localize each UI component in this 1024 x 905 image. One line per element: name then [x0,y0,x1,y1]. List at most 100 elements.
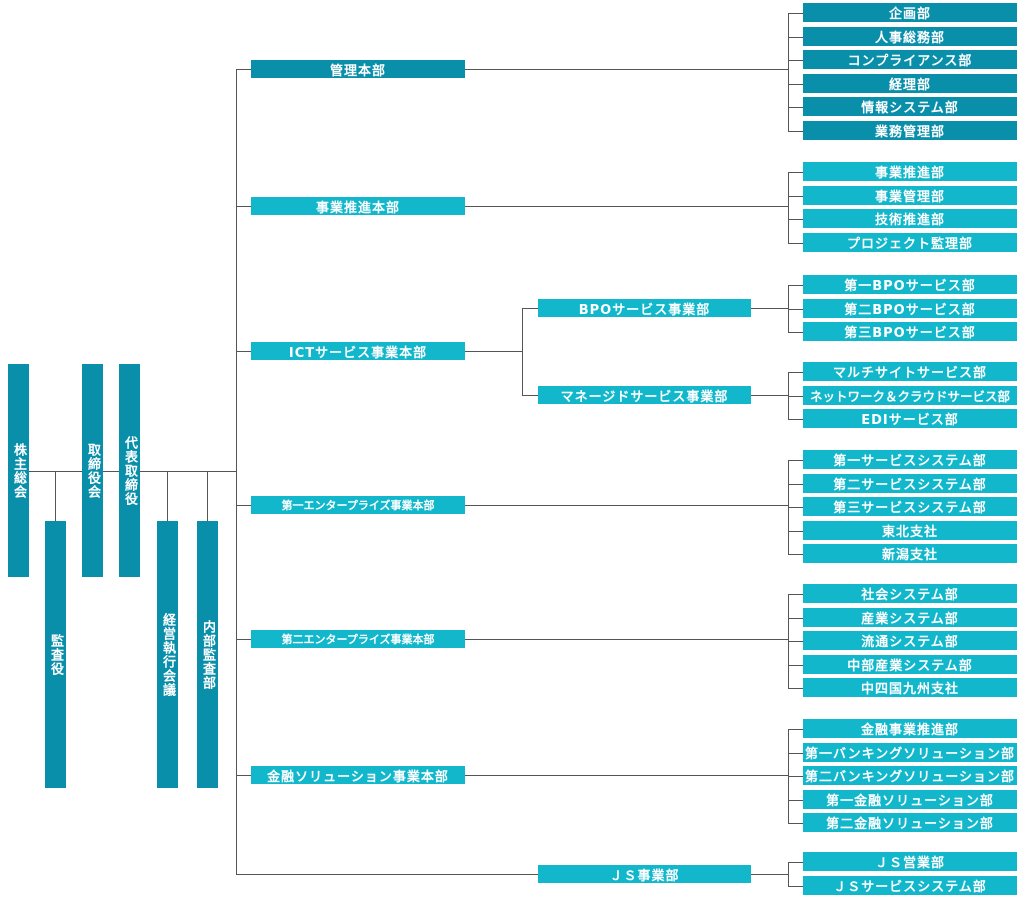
division-ict: ICTサービス事業本部 [251,342,465,360]
department-label: 第三サービスシステム部 [833,501,987,516]
connector-line [751,395,788,396]
department-box: 業務管理部 [803,121,1017,140]
shareholders-meeting-box: 株主総会 [8,364,29,577]
bracket-line [788,13,789,132]
department-label: 第一金融ソリューション部 [826,794,994,809]
department-label: 産業システム部 [861,612,959,627]
trunk-line [236,69,237,875]
department-label: 中四国九州支社 [860,682,959,697]
department-box: ネットワーク＆クラウドサービス部 [803,386,1017,405]
department-box: 中四国九州支社 [803,678,1017,697]
department-box: 第二金融ソリューション部 [803,813,1017,832]
bracket-tick [788,753,803,754]
division-ict-label: ICTサービス事業本部 [288,345,428,361]
department-label: 業務管理部 [874,125,945,140]
department-box: 事業管理部 [803,186,1017,205]
connector-line [522,308,538,309]
department-label: 第一バンキングソリューション部 [804,747,1015,762]
department-label: 第一BPOサービス部 [844,279,976,294]
bracket-tick [788,460,803,461]
department-box: 第三サービスシステム部 [803,497,1017,516]
department-box: EDIサービス部 [803,409,1017,428]
connector-line [236,69,251,70]
division-admin: 管理本部 [251,60,465,78]
bracket-tick [788,419,803,420]
bracket-tick [788,219,803,220]
connector-line [751,308,788,309]
bracket-tick [788,285,803,286]
department-box: 第一BPOサービス部 [803,275,1017,294]
department-box: 東北支社 [803,521,1017,540]
department-label: 社会システム部 [861,588,959,603]
bracket-tick [788,507,803,508]
unit-managed-label: マネージドサービス事業部 [560,389,729,405]
bracket-tick [788,37,803,38]
department-box: 第一サービスシステム部 [803,450,1017,469]
connector-line [236,351,251,352]
department-box: 情報システム部 [803,97,1017,116]
bracket-tick [788,531,803,532]
department-label: 第二金融ソリューション部 [826,817,994,832]
bracket-tick [788,196,803,197]
exec-committee-box: 経営執行会議 [157,521,178,788]
connector-line [236,505,251,506]
bracket-tick [788,309,803,310]
department-box: 経理部 [803,74,1017,93]
department-box: 産業システム部 [803,608,1017,627]
bracket-tick [788,823,803,824]
connector-line [522,395,538,396]
connector-line [465,775,788,776]
division-ent2: 第二エンタープライズ事業本部 [251,630,465,648]
bracket-tick [788,372,803,373]
connector-line [236,639,251,640]
department-label: ネットワーク＆クラウドサービス部 [809,389,1010,404]
department-label: 事業管理部 [874,190,945,205]
bracket-tick [788,800,803,801]
department-label: 経理部 [888,78,931,93]
department-label: 第二BPOサービス部 [844,303,976,318]
connector-line [465,69,788,70]
department-label: 第二バンキングソリューション部 [804,770,1015,785]
department-box: 第一金融ソリューション部 [803,790,1017,809]
auditor-label: 監査役 [48,633,63,676]
connector-line [465,351,522,352]
connector-line [167,471,168,521]
department-box: ＪＳ営業部 [803,852,1017,871]
department-label: EDIサービス部 [861,413,959,428]
connector-line [207,471,208,521]
division-admin-label: 管理本部 [329,63,386,79]
division-ent1: 第一エンタープライズ事業本部 [251,496,465,514]
department-box: コンプライアンス部 [803,50,1017,69]
department-box: 第二BPOサービス部 [803,299,1017,318]
unit-bpo: BPOサービス事業部 [538,299,751,317]
department-box: 新潟支社 [803,544,1017,563]
bracket-tick [788,554,803,555]
bracket-tick [788,688,803,689]
department-box: マルチサイトサービス部 [803,362,1017,381]
department-label: 第一サービスシステム部 [833,454,987,469]
department-box: 流通システム部 [803,631,1017,650]
connector-line [465,639,788,640]
department-box: 第二サービスシステム部 [803,474,1017,493]
division-ent2-label: 第二エンタープライズ事業本部 [281,633,435,646]
department-box: 事業推進部 [803,162,1017,181]
bracket-line [788,862,789,887]
division-business: 事業推進本部 [251,197,465,215]
department-box: 中部産業システム部 [803,655,1017,674]
department-box: 第二バンキングソリューション部 [803,766,1017,785]
department-box: 社会システム部 [803,584,1017,603]
bracket-tick [788,84,803,85]
connector-line [236,206,251,207]
bracket-tick [788,396,803,397]
department-label: コンプライアンス部 [847,54,973,69]
department-label: 第二サービスシステム部 [833,478,987,493]
bracket-tick [788,886,803,887]
department-box: プロジェクト監理部 [803,233,1017,252]
bracket-tick [788,60,803,61]
department-label: 事業推進部 [874,166,945,181]
department-box: 第三BPOサービス部 [803,322,1017,341]
bracket-tick [788,776,803,777]
bracket-tick [788,243,803,244]
unit-bpo-label: BPOサービス事業部 [578,302,711,318]
department-label: 第三BPOサービス部 [844,326,976,341]
